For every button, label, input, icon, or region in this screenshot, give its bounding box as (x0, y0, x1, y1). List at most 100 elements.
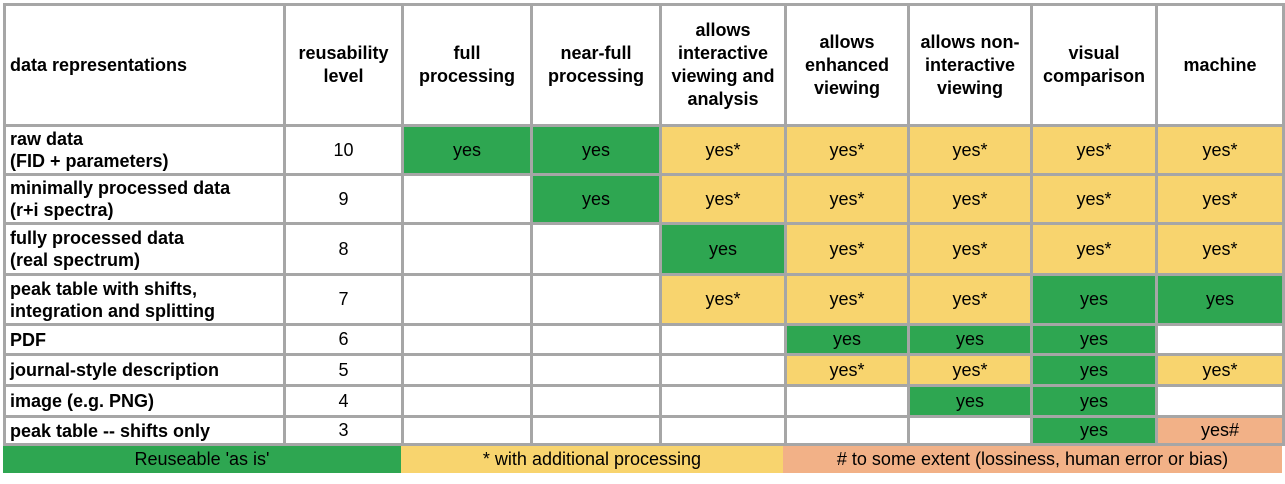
capability-cell: yes (1030, 415, 1158, 446)
capability-cell (401, 173, 533, 225)
header-reusability-level: reusability level (283, 3, 404, 127)
legend: Reuseable 'as is' * with additional proc… (3, 446, 1282, 473)
capability-cell: yes* (1155, 173, 1285, 225)
representation-line: (FID + parameters) (10, 151, 169, 171)
legend-reuseable-as-is: Reuseable 'as is' (3, 446, 401, 473)
capability-cell (401, 273, 533, 326)
capability-cell (401, 415, 533, 446)
header-row: data representations reusability level f… (3, 3, 1285, 127)
capability-cell: yes* (659, 273, 787, 326)
reusability-level-cell: 3 (283, 415, 404, 446)
capability-cell (401, 222, 533, 276)
representation-cell: peak table -- shifts only (3, 415, 286, 446)
representation-cell: PDF (3, 323, 286, 356)
representation-cell: peak table with shifts,integration and s… (3, 273, 286, 326)
capability-cell: yes* (1030, 222, 1158, 276)
capability-cell: yes* (1030, 124, 1158, 176)
capability-cell: yes# (1155, 415, 1285, 446)
header-data-representations: data representations (3, 3, 286, 127)
representation-line: peak table with shifts, (10, 278, 198, 299)
capability-cell (659, 353, 787, 387)
capability-cell: yes (1030, 273, 1158, 326)
representation-line: raw data (10, 129, 84, 149)
representation-line: integration and splitting (10, 300, 215, 321)
capability-cell: yes* (907, 173, 1033, 225)
capability-cell: yes* (907, 124, 1033, 176)
representation-line: minimally processed data (10, 178, 231, 198)
reusability-level-cell: 7 (283, 273, 404, 326)
reusability-level-cell: 6 (283, 323, 404, 356)
capability-cell: yes* (907, 222, 1033, 276)
capability-cell: yes* (907, 273, 1033, 326)
header-enhanced-viewing: allows enhanced viewing (784, 3, 910, 127)
capability-cell (530, 353, 662, 387)
header-near-full-processing: near-full processing (530, 3, 662, 127)
header-visual-comparison: visual comparison (1030, 3, 1158, 127)
representation-cell: minimally processed data(r+i spectra) (3, 173, 286, 225)
capability-cell: yes* (659, 173, 787, 225)
header-full-processing: full processing (401, 3, 533, 127)
capability-cell: yes* (784, 124, 910, 176)
header-machine: machine (1155, 3, 1285, 127)
capability-cell: yes* (1155, 124, 1285, 176)
capability-cell (401, 353, 533, 387)
capability-cell: yes (784, 323, 910, 356)
capability-cell (659, 384, 787, 418)
capability-cell (530, 222, 662, 276)
representation-cell: raw data(FID + parameters) (3, 124, 286, 176)
capability-cell: yes* (1155, 353, 1285, 387)
capability-cell: yes* (784, 222, 910, 276)
capability-cell: yes* (907, 353, 1033, 387)
header-interactive-viewing: allows interactive viewing and analysis (659, 3, 787, 127)
capability-cell (784, 415, 910, 446)
reusability-level-cell: 10 (283, 124, 404, 176)
representation-cell: fully processed data(real spectrum) (3, 222, 286, 276)
capability-cell: yes* (1155, 222, 1285, 276)
capability-cell: yes* (1030, 173, 1158, 225)
reusability-level-cell: 9 (283, 173, 404, 225)
capability-cell (401, 323, 533, 356)
capability-cell: yes (530, 124, 662, 176)
reusability-level-cell: 4 (283, 384, 404, 418)
representation-line: PDF (10, 329, 46, 350)
representation-line: image (e.g. PNG) (10, 391, 155, 411)
capability-cell: yes (401, 124, 533, 176)
capability-cell (530, 323, 662, 356)
header-non-interactive-viewing: allows non-interactive viewing (907, 3, 1033, 127)
representation-line: journal-style description (10, 360, 220, 380)
representation-line: peak table -- shifts only (10, 420, 211, 441)
capability-cell: yes (530, 173, 662, 225)
reusability-figure: data representations reusability level f… (3, 3, 1285, 473)
capability-cell (1155, 323, 1285, 356)
capability-cell: yes (659, 222, 787, 276)
capability-cell: yes (1155, 273, 1285, 326)
capability-cell (659, 415, 787, 446)
capability-cell: yes* (784, 353, 910, 387)
capability-cell: yes* (659, 124, 787, 176)
capability-cell: yes* (784, 173, 910, 225)
reusability-level-cell: 5 (283, 353, 404, 387)
legend-to-some-extent: # to some extent (lossiness, human error… (783, 446, 1282, 473)
capability-cell: yes* (784, 273, 910, 326)
legend-additional-processing: * with additional processing (401, 446, 783, 473)
capability-cell (784, 384, 910, 418)
table-row: peak table with shifts,integration and s… (3, 273, 1285, 326)
capability-cell (530, 415, 662, 446)
capability-cell: yes (907, 384, 1033, 418)
capability-cell: yes (1030, 323, 1158, 356)
capability-cell (659, 323, 787, 356)
capability-cell: yes (1030, 353, 1158, 387)
representation-cell: image (e.g. PNG) (3, 384, 286, 418)
capability-cell: yes (907, 323, 1033, 356)
capability-cell (530, 273, 662, 326)
capability-cell: yes (1030, 384, 1158, 418)
representation-line: (r+i spectra) (10, 200, 114, 220)
